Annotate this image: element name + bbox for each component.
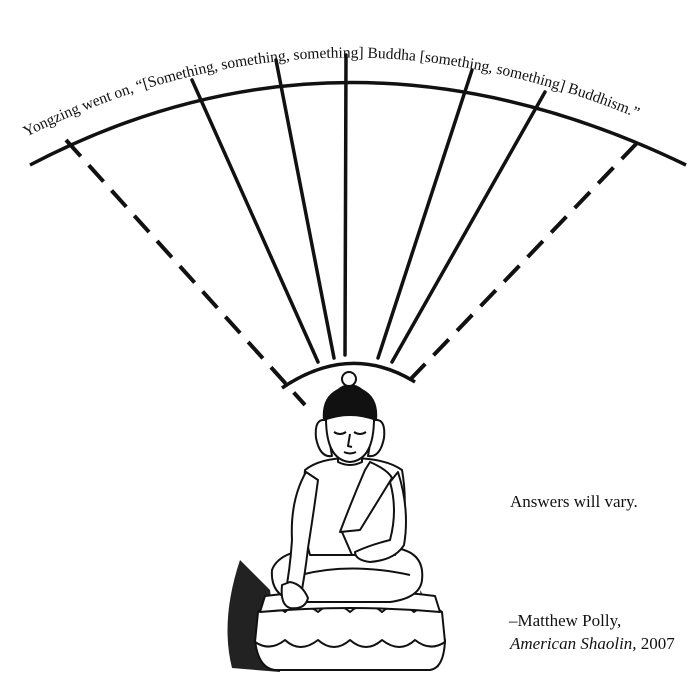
robe-fold	[341, 531, 353, 556]
attribution-author: –Matthew Polly,	[509, 611, 622, 630]
ray-4	[376, 68, 474, 360]
dashed-ray-right	[403, 141, 639, 387]
outer-arc	[29, 80, 687, 167]
hair	[322, 384, 378, 421]
dashed-rays	[64, 138, 639, 407]
left-ear	[314, 418, 333, 458]
ray-3	[343, 53, 348, 357]
ray-5	[390, 90, 547, 364]
ushnisha	[341, 371, 357, 387]
eyes	[333, 431, 367, 435]
mouth	[343, 451, 357, 455]
ray-1	[190, 78, 320, 364]
attribution-year: 2007	[636, 634, 675, 653]
right-ear	[367, 418, 386, 458]
solid-rays	[190, 53, 547, 364]
right-arm	[354, 471, 407, 563]
left-hand	[280, 581, 309, 610]
robe-sash	[339, 461, 393, 533]
base-bottom	[254, 639, 446, 671]
attribution-source: American Shaolin, 2007	[510, 634, 675, 654]
leg-fold	[299, 567, 411, 576]
dashed-ray-left	[64, 138, 307, 407]
buddha-statue	[227, 371, 446, 672]
lotus-petals	[254, 604, 446, 648]
answers-caption: Answers will vary.	[510, 492, 638, 511]
nose	[347, 433, 353, 448]
ray-2	[274, 58, 336, 360]
inner-arc	[281, 361, 416, 390]
attribution-book: American Shaolin,	[510, 634, 637, 653]
